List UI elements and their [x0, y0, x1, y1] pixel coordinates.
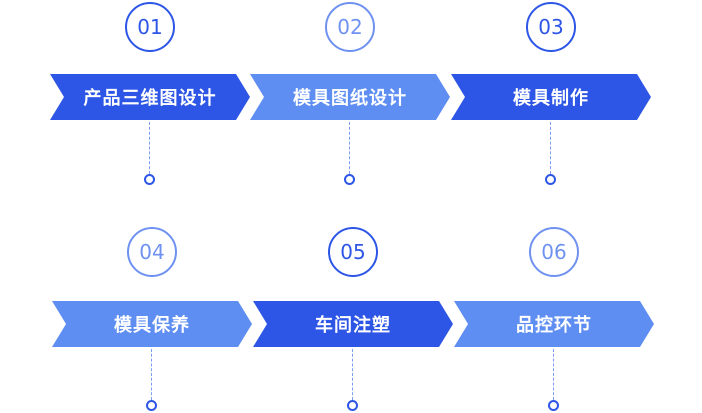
step-number-circle: 04 — [127, 227, 177, 277]
step-label-banner: 模具图纸设计 — [250, 74, 450, 120]
step-6: 06 品控环节 — [454, 0, 654, 413]
endpoint-dot — [146, 400, 157, 411]
endpoint-dot — [347, 400, 358, 411]
dashed-connector — [349, 122, 350, 174]
dashed-connector — [550, 122, 551, 174]
endpoint-dot — [548, 400, 559, 411]
step-number-circle: 02 — [325, 2, 375, 52]
step-4: 04 模具保养 — [52, 0, 252, 413]
step-label-banner: 产品三维图设计 — [50, 74, 250, 120]
step-label-banner: 车间注塑 — [253, 301, 453, 347]
step-label-banner: 模具制作 — [451, 74, 651, 120]
step-label-banner: 品控环节 — [454, 301, 654, 347]
dashed-connector — [149, 122, 150, 174]
endpoint-dot — [545, 174, 556, 185]
step-number-circle: 03 — [526, 2, 576, 52]
step-5: 05 车间注塑 — [253, 0, 453, 413]
step-label-banner: 模具保养 — [52, 301, 252, 347]
dashed-connector — [151, 349, 152, 400]
step-3: 03 模具制作 — [451, 0, 651, 413]
endpoint-dot — [344, 174, 355, 185]
endpoint-dot — [144, 174, 155, 185]
step-1: 01 产品三维图设计 — [50, 0, 250, 413]
step-number-circle: 05 — [328, 227, 378, 277]
step-number-circle: 01 — [125, 2, 175, 52]
step-number-circle: 06 — [529, 227, 579, 277]
dashed-connector — [553, 349, 554, 400]
step-2: 02 模具图纸设计 — [250, 0, 450, 413]
dashed-connector — [352, 349, 353, 400]
